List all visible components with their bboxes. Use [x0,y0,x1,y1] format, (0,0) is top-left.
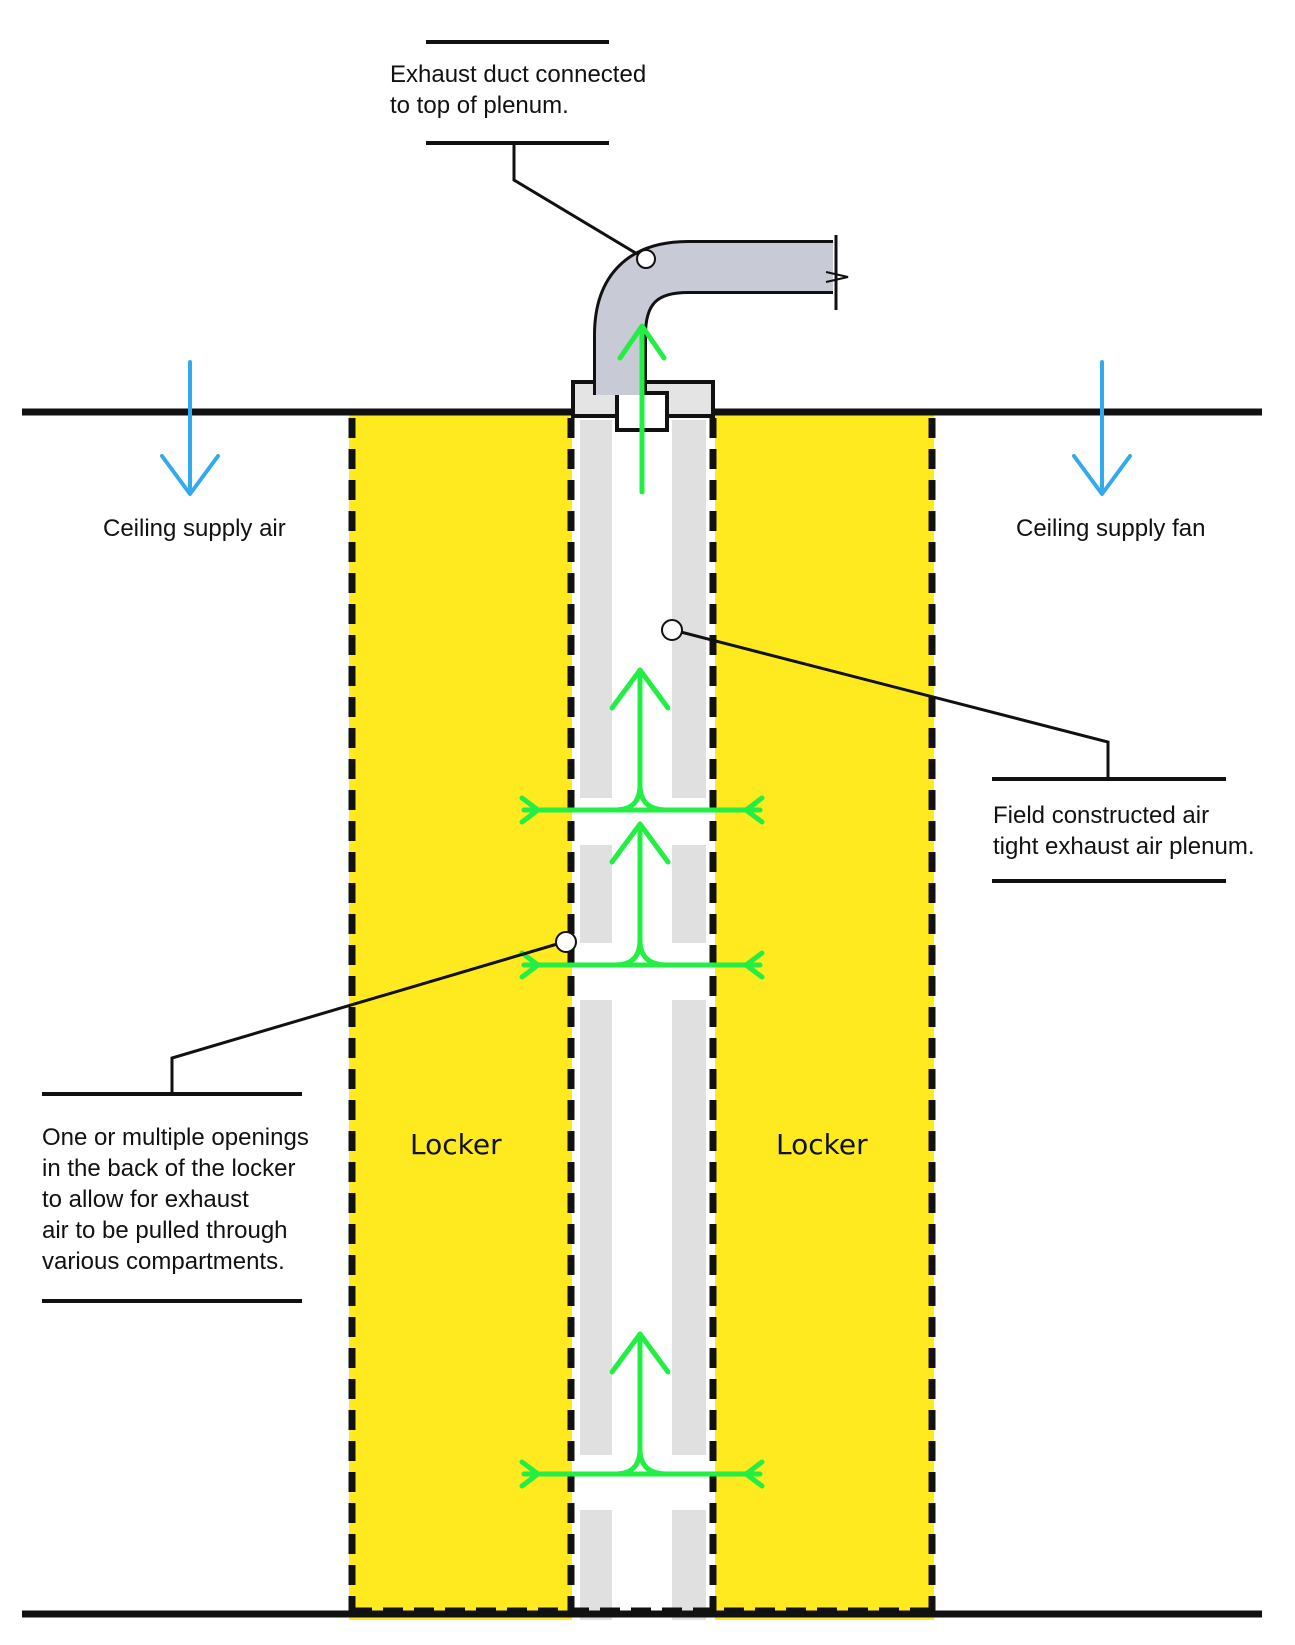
plenum-label-line-2: tight exhaust air plenum. [993,833,1255,860]
supply-fan-arrow-right [1072,360,1132,496]
openings-label: One or multiple openings in the back of … [42,1122,309,1277]
locker-right-label: Locker [776,1128,868,1161]
locker-left-label: Locker [410,1128,502,1161]
compartment-airflow-3 [519,1331,765,1489]
ceiling-supply-air-label: Ceiling supply air [103,515,286,542]
exhaust-flow-arrow [617,323,667,495]
compartment-airflow-1 [519,667,765,825]
plenum-interior [580,420,706,1620]
openings-label-line-5: various compartments. [42,1248,285,1275]
callout-exhaust-duct [426,40,656,269]
openings-label-line-4: air to be pulled through [42,1217,288,1244]
exhaust-duct [593,235,849,395]
ceiling-supply-fan-label: Ceiling supply fan [1016,515,1206,542]
callout-plenum [661,619,1226,883]
exhaust-duct-label-line-2: to top of plenum. [390,92,569,119]
locker-dashed-outlines [348,418,936,1618]
compartment-airflow-2 [519,821,765,980]
openings-label-line-1: One or multiple openings [42,1124,309,1151]
supply-air-arrow-left [160,360,220,496]
plenum-label: Field constructed air tight exhaust air … [993,800,1254,862]
locker-right-body [715,413,934,1620]
callout-openings [42,931,577,1303]
exhaust-duct-label: Exhaust duct connected to top of plenum. [390,59,646,121]
exhaust-duct-label-line-1: Exhaust duct connected [390,61,647,88]
openings-label-line-3: to allow for exhaust [42,1186,249,1213]
plenum-label-line-1: Field constructed air [993,802,1210,829]
openings-label-line-2: in the back of the locker [42,1155,296,1182]
locker-left-body [349,413,572,1620]
